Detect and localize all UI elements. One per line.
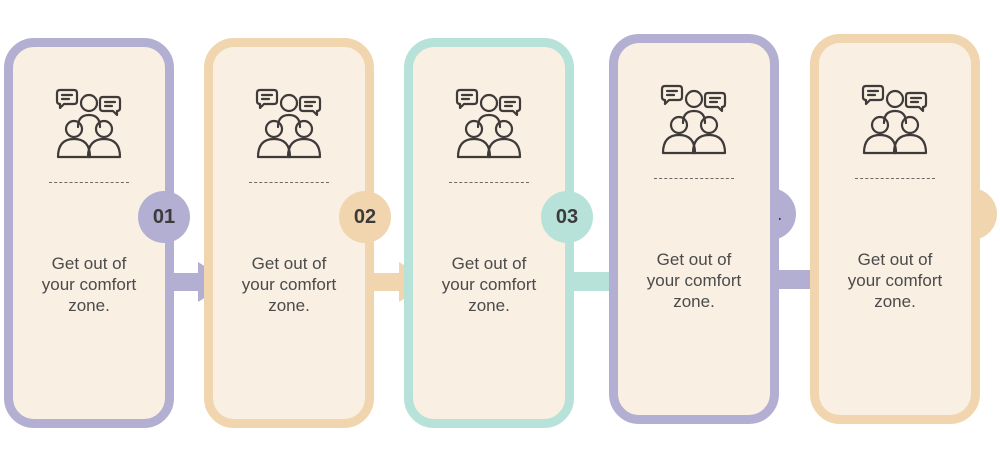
step-1-badge: 01 xyxy=(138,191,190,243)
step-4-text: Get out of your comfort zone. xyxy=(646,250,742,311)
step-card-5: Get out of your comfort zone. xyxy=(810,34,980,424)
step-1-text: Get out of your comfort zone. xyxy=(41,254,137,315)
divider-line xyxy=(49,182,129,183)
step-card-4: Get out of your comfort zone. xyxy=(609,34,779,424)
divider-line xyxy=(449,182,529,183)
step-2-text: Get out of your comfort zone. xyxy=(241,254,337,315)
divider-line xyxy=(654,178,734,179)
step-3-badge: 03 xyxy=(541,191,593,243)
step-3-number: 03 xyxy=(555,205,579,228)
people-talking-icon xyxy=(255,88,322,159)
step-5-text: Get out of your comfort zone. xyxy=(847,250,943,311)
people-talking-icon xyxy=(861,84,928,155)
step-1-number: 01 xyxy=(152,205,176,228)
divider-line xyxy=(249,182,329,183)
people-talking-icon xyxy=(455,88,522,159)
divider-line xyxy=(855,178,935,179)
people-talking-icon xyxy=(660,84,727,155)
step-2-badge: 02 xyxy=(339,191,391,243)
people-talking-icon xyxy=(55,88,122,159)
step-3-text: Get out of your comfort zone. xyxy=(441,254,537,315)
step-2-number: 02 xyxy=(353,205,377,228)
